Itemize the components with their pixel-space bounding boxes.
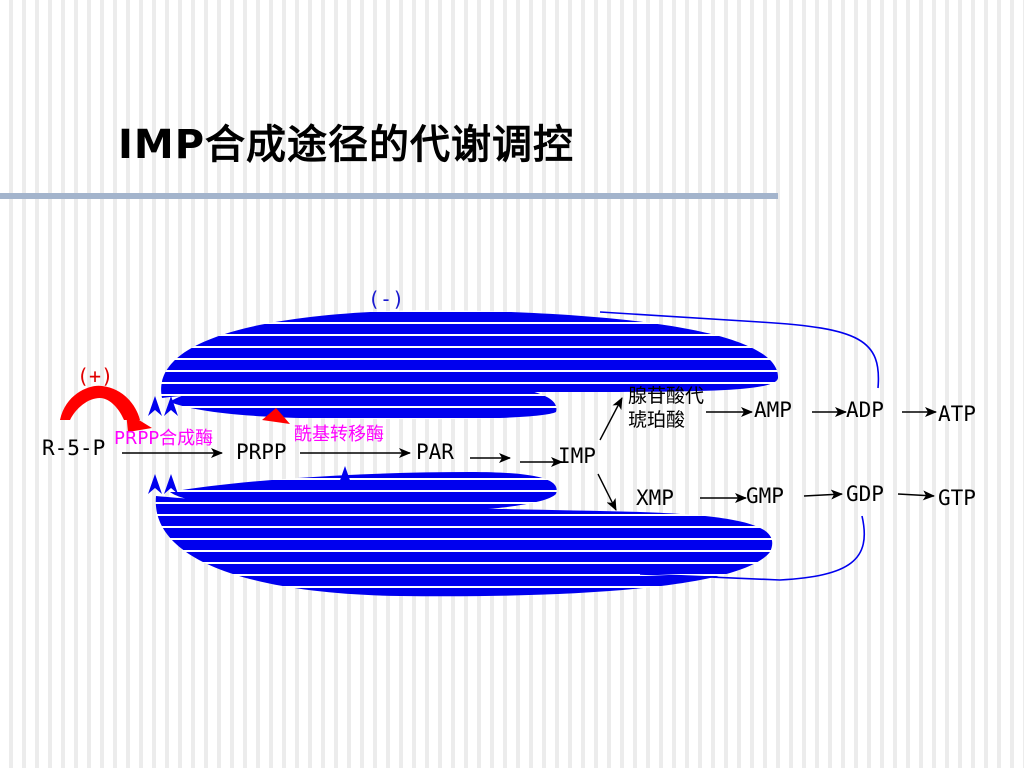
node-adp: ADP xyxy=(846,398,884,422)
inhibition-loop-gtp-lower xyxy=(155,496,773,597)
node-r5p: R-5-P xyxy=(42,436,106,460)
node-atp: ATP xyxy=(938,402,976,426)
activation-arc xyxy=(60,385,140,420)
gtp-feedback-line xyxy=(639,515,866,581)
inhibition-arrowhead-1 xyxy=(148,396,162,416)
node-prpp: PRPP xyxy=(236,440,287,464)
activation-arrowhead xyxy=(126,412,152,432)
arrow-imp-adenylosuccinate xyxy=(599,397,623,441)
node-gmp: GMP xyxy=(746,484,784,508)
node-imp: IMP xyxy=(558,444,596,468)
node-adenylosuccinate-line2: 琥珀酸 xyxy=(628,409,686,431)
arrow-gdp-gtp xyxy=(897,490,935,501)
inhibition-arrowhead-2 xyxy=(164,396,178,416)
node-xmp: XMP xyxy=(636,486,674,510)
inhibition-arrowhead-4 xyxy=(164,474,178,494)
node-par: PAR xyxy=(416,440,454,464)
inhibition-loop-atp-upper xyxy=(161,310,779,398)
inhibition-sign: (-) xyxy=(368,287,405,311)
atp-feedback-line xyxy=(599,311,880,389)
activation-sign: (+) xyxy=(77,364,114,388)
node-gtp: GTP xyxy=(938,486,976,510)
inhibition-arrowhead-3 xyxy=(148,474,162,494)
enzyme-amidotransferase: 酰基转移酶 xyxy=(294,424,384,445)
activation-mark-2 xyxy=(262,408,290,424)
node-amp: AMP xyxy=(754,398,792,422)
enzyme-prpp-synthase: PRPP合成酶 xyxy=(114,428,214,449)
slide-title: IMP合成途径的代谢调控 xyxy=(118,122,575,168)
inhibition-loop-imp-upper xyxy=(170,376,557,420)
node-gdp: GDP xyxy=(846,482,884,506)
arrow-gmp-gdp xyxy=(803,489,843,500)
node-adenylosuccinate-line1: 腺苷酸代 xyxy=(628,385,705,407)
title-divider xyxy=(0,193,778,199)
arrow-imp-xmp xyxy=(597,473,617,511)
inhibition-arrowhead-5 xyxy=(338,466,352,486)
